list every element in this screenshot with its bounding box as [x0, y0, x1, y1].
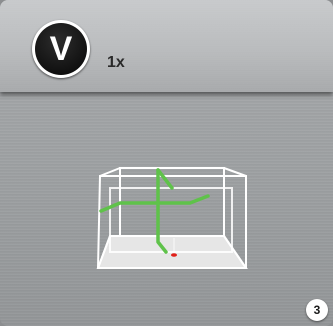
room-edge	[99, 167, 121, 177]
room-inner-frame	[109, 187, 233, 253]
laser-ceiling-line	[156, 168, 174, 190]
room-edge	[223, 167, 247, 177]
mode-v-icon: V	[32, 20, 90, 78]
laser-point	[171, 253, 177, 257]
laser-horizontal-line	[99, 194, 210, 213]
card-header: V 1x	[0, 0, 333, 92]
laser-cross-line-icon	[96, 167, 248, 269]
mode-letter: V	[35, 23, 87, 75]
room-edge	[97, 235, 111, 269]
multiplier-label: 1x	[107, 54, 125, 71]
laser-vertical-line	[156, 168, 168, 254]
page-number-badge: 3	[306, 299, 328, 321]
laser-lines	[99, 168, 210, 254]
room-edge	[223, 235, 247, 269]
